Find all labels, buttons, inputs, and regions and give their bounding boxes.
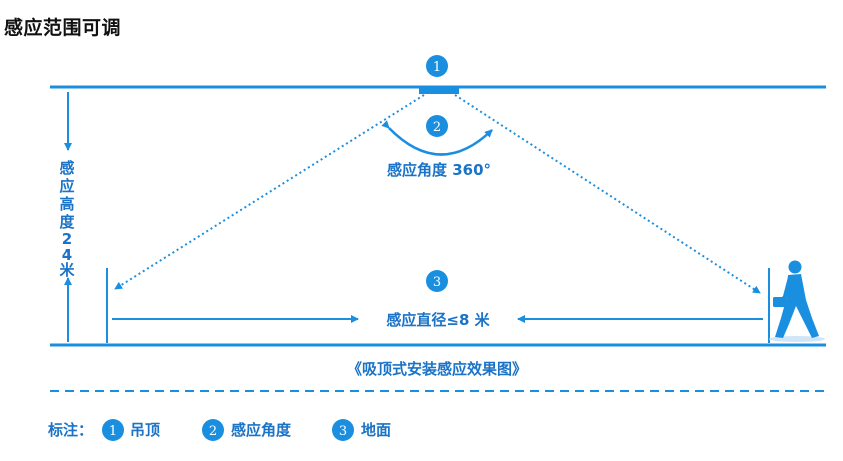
diameter-label: 感应直径≤8 米 — [386, 311, 490, 329]
page-title: 感应范围可调 — [4, 17, 122, 39]
detection-ray-right — [454, 94, 761, 294]
sensor-device — [419, 86, 459, 94]
height-label-char: 高 — [59, 195, 74, 213]
height-label-char: 米 — [59, 261, 75, 279]
svg-text:感应角度: 感应角度 — [231, 421, 292, 439]
height-label-char: 4 — [62, 246, 72, 264]
svg-text:地面: 地面 — [361, 421, 391, 439]
marker-2: 2 — [426, 115, 448, 137]
height-label-char: 2 — [62, 230, 72, 248]
svg-text:3: 3 — [433, 275, 441, 290]
marker-3: 3 — [426, 270, 448, 292]
legend: 标注： 1 吊顶 2 感应角度 3 地面 — [47, 419, 391, 441]
svg-text:3: 3 — [339, 424, 347, 439]
walking-person-icon — [769, 260, 825, 342]
detection-ray-left — [114, 94, 425, 290]
height-label-char: 应 — [59, 177, 74, 195]
height-label-char: 度 — [59, 213, 75, 231]
legend-item-1: 1 吊顶 — [102, 419, 160, 441]
legend-item-3: 3 地面 — [332, 419, 391, 441]
legend-heading: 标注： — [47, 421, 93, 439]
angle-label: 感应角度 360° — [387, 161, 491, 179]
marker-1: 1 — [426, 55, 448, 77]
svg-text:2: 2 — [433, 120, 441, 135]
legend-item-2: 2 感应角度 — [202, 419, 292, 441]
svg-text:1: 1 — [433, 60, 441, 75]
caption: 《吸顶式安装感应效果图》 — [347, 360, 527, 378]
height-label-char: . — [64, 238, 70, 256]
svg-text:吊顶: 吊顶 — [130, 421, 160, 439]
angle-arc — [381, 120, 493, 156]
svg-text:2: 2 — [209, 424, 217, 439]
svg-text:感: 感 — [59, 159, 74, 177]
svg-text:1: 1 — [109, 424, 117, 439]
